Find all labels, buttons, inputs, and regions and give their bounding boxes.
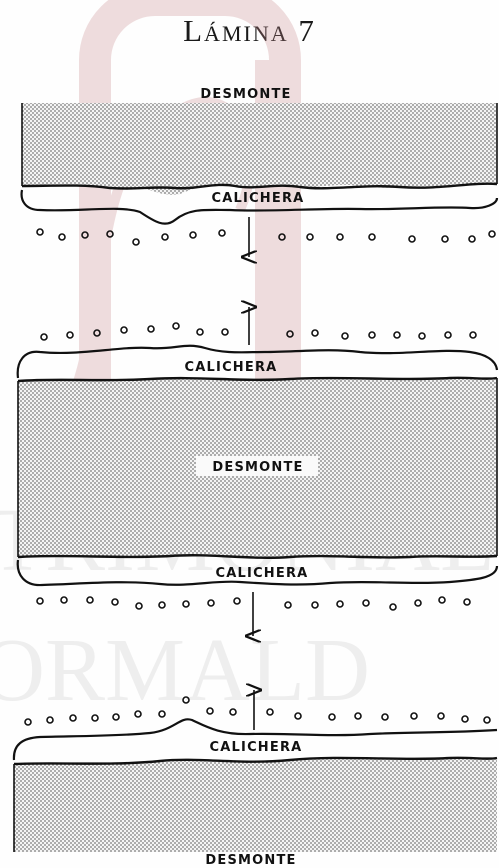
caliche-label-2: CALICHERA: [185, 360, 278, 375]
caliche-label-3: CALICHERA: [216, 566, 309, 581]
watermark-text-2: ORMALD: [0, 621, 370, 720]
desmonte-block-bottom: [14, 758, 497, 852]
caliche-label-4: CALICHERA: [210, 740, 303, 755]
desmonte-label-middle: DESMONTE: [212, 460, 303, 475]
desmonte-label-top: DESMONTE: [200, 87, 291, 102]
desmonte-label-bottom: DESMONTE: [205, 853, 296, 868]
caliche-label-1: CALICHERA: [212, 191, 305, 206]
desmonte-block-top: [22, 103, 497, 195]
